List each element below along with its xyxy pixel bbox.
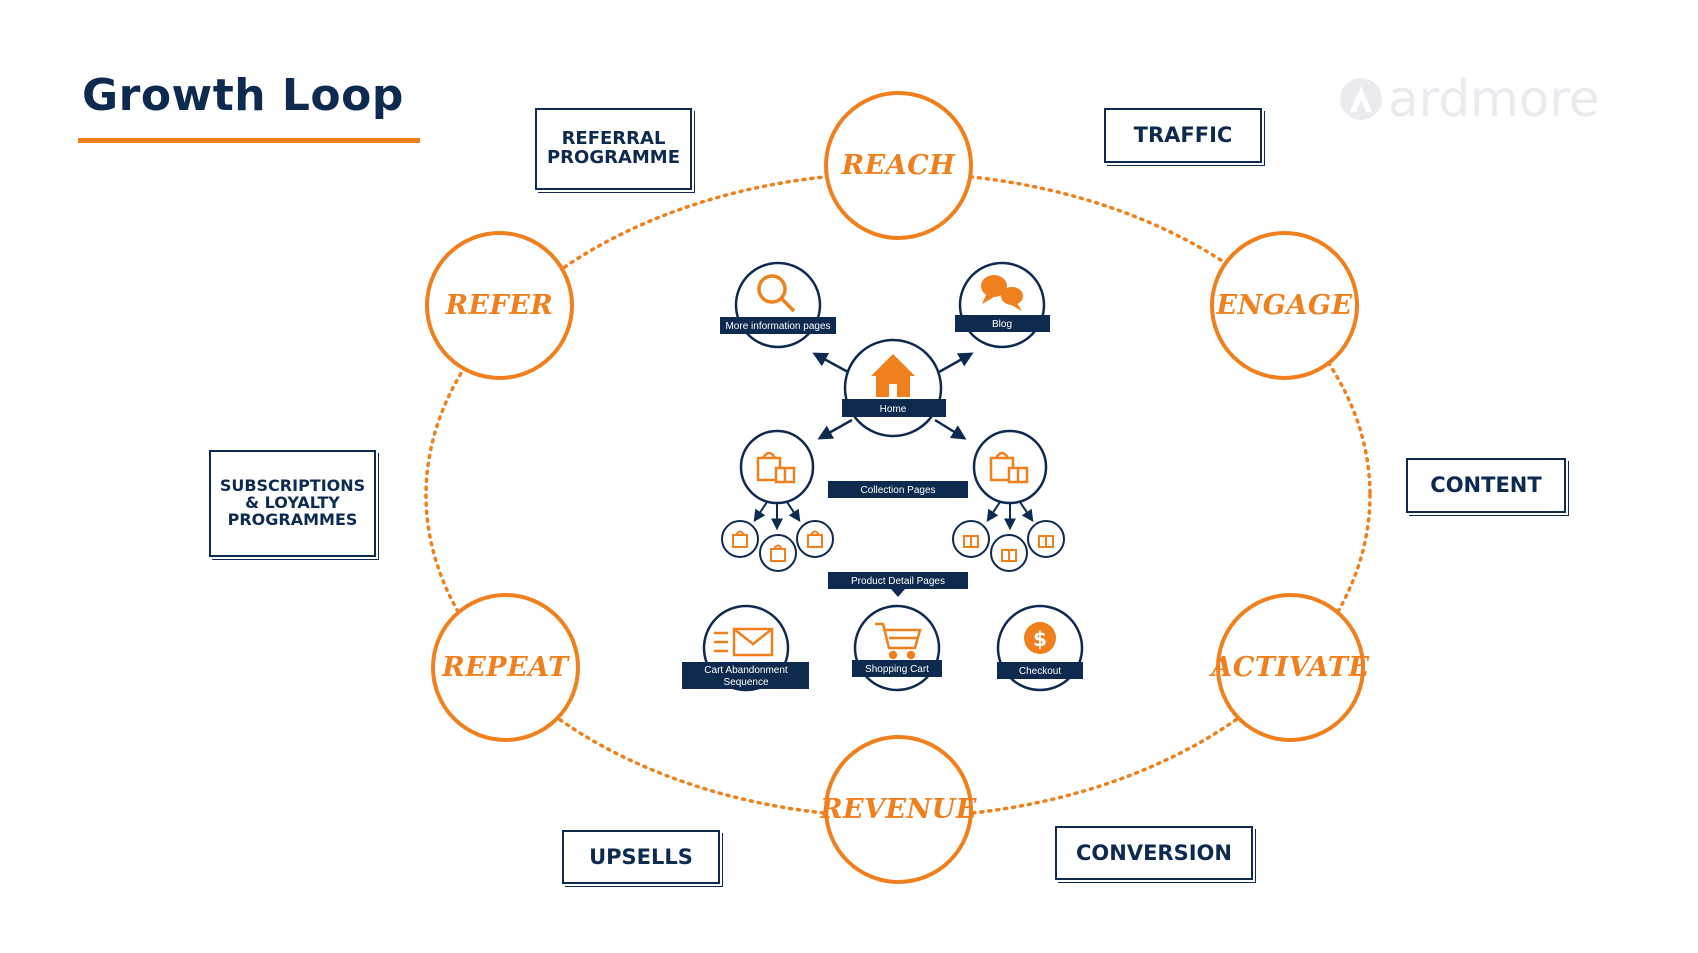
logo-text: ardmore xyxy=(1388,70,1600,128)
product-bag-icon xyxy=(721,520,759,558)
subscriptions-line-2: & LOYALTY xyxy=(245,493,340,513)
collection-pages-label: Collection Pages xyxy=(860,485,935,496)
home-node: Home xyxy=(842,338,946,438)
blog-node: Blog xyxy=(955,261,1050,349)
shopping-bag-gift-icon xyxy=(989,451,1029,484)
shopping-cart-icon xyxy=(875,622,922,660)
stage-repeat: REPEAT xyxy=(431,593,580,742)
stage-reach: REACH xyxy=(824,91,973,240)
dollar-sign: $ xyxy=(1033,627,1047,651)
page-title: Growth Loop xyxy=(82,70,404,121)
conversion-box: CONVERSION xyxy=(1055,826,1253,880)
collection-pages-tag xyxy=(828,481,968,498)
stage-refer-label: REFER xyxy=(445,290,554,321)
subscriptions-loyalty-box: SUBSCRIPTIONS & LOYALTY PROGRAMMES xyxy=(209,450,376,557)
stage-engage-label: ENGAGE xyxy=(1216,290,1353,321)
stage-activate-label: ACTIVATE xyxy=(1211,652,1370,683)
stage-refer: REFER xyxy=(425,231,574,380)
checkout-label: Checkout xyxy=(1019,666,1061,677)
home-label: Home xyxy=(880,404,907,415)
collection-left-arrows xyxy=(753,501,801,531)
checkout-node: $ Checkout xyxy=(996,604,1084,692)
stage-revenue: REVENUE xyxy=(820,735,976,884)
upsells-label: UPSELLS xyxy=(589,844,693,869)
cart-abandonment-node: Cart Abandonment Sequence xyxy=(682,604,809,692)
stage-reach-label: REACH xyxy=(841,150,956,181)
ardmore-logo-icon xyxy=(1340,78,1382,120)
shopping-cart-label: Shopping Cart xyxy=(865,664,929,675)
product-bag-icon xyxy=(759,534,797,572)
blog-label: Blog xyxy=(992,319,1012,330)
more-info-node: More information pages xyxy=(720,261,836,349)
content-label: CONTENT xyxy=(1430,473,1542,498)
collection-right-node xyxy=(952,429,1065,572)
collection-left-node xyxy=(721,429,834,572)
collection-right-arrows xyxy=(986,501,1034,531)
shopping-bag-gift-icon xyxy=(756,451,796,484)
product-detail-tag xyxy=(828,572,968,589)
subscriptions-line-3: PROGRAMMES xyxy=(227,509,358,529)
upsells-box: UPSELLS xyxy=(562,830,720,884)
product-bag-icon xyxy=(796,520,834,558)
stage-revenue-label: REVENUE xyxy=(820,794,977,825)
product-detail-label: Product Detail Pages xyxy=(851,576,945,587)
referral-line-1: REFERRAL xyxy=(561,128,666,150)
cart-abandonment-label-2: Sequence xyxy=(723,677,768,688)
ardmore-logo: ardmore xyxy=(1338,70,1600,128)
shopping-cart-node: Shopping Cart xyxy=(852,604,942,692)
conversion-label: CONVERSION xyxy=(1076,840,1232,865)
title-underline xyxy=(78,138,420,143)
content-box: CONTENT xyxy=(1406,458,1566,513)
cart-abandonment-label-1: Cart Abandonment xyxy=(704,665,788,676)
referral-line-2: PROGRAMME xyxy=(546,147,681,168)
referral-programme-box: REFERRAL PROGRAMME xyxy=(535,108,692,190)
subscriptions-line-1: SUBSCRIPTIONS xyxy=(219,476,366,496)
more-info-label: More information pages xyxy=(725,321,830,332)
dollar-coin-icon: $ xyxy=(1024,622,1056,654)
stage-engage: ENGAGE xyxy=(1210,231,1359,380)
traffic-label: TRAFFIC xyxy=(1133,123,1233,148)
home-arrows xyxy=(812,352,974,440)
stage-repeat-label: REPEAT xyxy=(442,652,569,683)
chat-bubbles-icon xyxy=(981,275,1023,311)
email-icon xyxy=(714,627,774,657)
stage-activate: ACTIVATE xyxy=(1211,593,1369,742)
search-icon xyxy=(757,274,796,313)
home-icon xyxy=(871,354,915,397)
traffic-box: TRAFFIC xyxy=(1104,108,1262,163)
